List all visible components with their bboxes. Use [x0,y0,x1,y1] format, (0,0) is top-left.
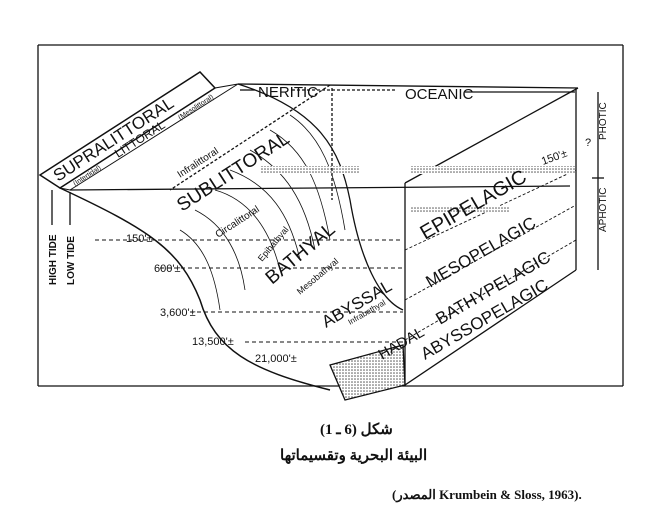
depth-150: 150'± [126,233,153,245]
label-photic-depth: 150'± [540,147,569,167]
isobath-arcs [179,114,346,311]
neritic-oceanic-divider [169,84,331,191]
label-aphotic: APHOTIC [598,188,609,232]
label-oceanic: OCEANIC [405,86,474,103]
label-mesolittoral: (Mesolittoral) [177,94,215,122]
figure-title: البيئة البحرية وتقسيماتها [280,448,428,464]
depth-21000: 21,000'± [255,353,297,365]
label-high-tide: HIGH TIDE [48,234,59,285]
label-neritic: NERITIC [258,84,318,101]
depth-13500: 13,500'± [192,336,234,348]
shoreline [69,185,571,191]
label-circalittoral: Circalittoral [214,204,262,240]
top-surface-back [237,83,579,89]
photic-shading-shelf [260,166,360,174]
label-supralittoral: SUPRALITTORAL [50,93,177,185]
label-bathyal: BATHYAL [262,219,340,289]
label-photic: PHOTIC [598,102,609,140]
figure-source: (المصدر Krumbein & Sloss, 1963). [392,487,582,502]
depth-600: 600'± [154,263,181,275]
figure-number: شكل (6 ـ 1) [320,422,393,438]
label-low-tide: LOW TIDE [66,236,77,285]
pelagic-layer-dividers [404,169,577,341]
box-bottom-edge [404,269,577,386]
photic-shading [410,166,575,174]
depth-lines [95,239,403,343]
label-question: ? [585,137,591,149]
slope-profile [59,187,331,391]
slope-top-curve [237,83,404,311]
depth-3600: 3,600'± [160,307,196,319]
aphotic-shading [410,206,510,212]
